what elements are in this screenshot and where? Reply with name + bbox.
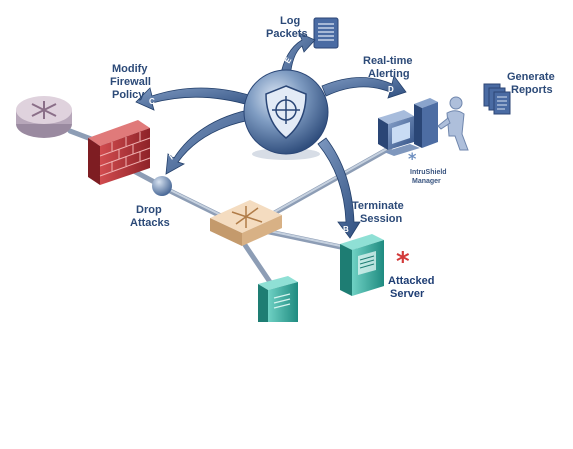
label-log-packets-2: Packets — [266, 28, 308, 40]
label-modify-2: Firewall — [110, 76, 151, 88]
log-document-icon — [313, 17, 339, 49]
arrow-letter-d: D — [388, 85, 394, 94]
label-generate-2: Reports — [511, 84, 553, 96]
arrow-letters: E C A D B — [149, 55, 394, 234]
firewall-icon — [88, 120, 151, 185]
label-terminate-2: Session — [360, 213, 402, 225]
router-icon — [16, 96, 72, 138]
operator-person-icon — [437, 96, 469, 151]
label-attacked-1: Attacked — [388, 275, 434, 287]
label-attacked-2: Server — [390, 288, 425, 300]
manager-asterisk-icon: * — [408, 149, 417, 168]
label-manager-2: Manager — [412, 178, 441, 185]
label-modify-3: Policy — [112, 89, 145, 101]
label-realtime-1: Real-time — [363, 55, 413, 67]
arrow-d — [321, 75, 407, 99]
label-drop-1: Drop — [136, 204, 162, 216]
diagram-labels: Log Packets Modify Firewall Policy Real-… — [110, 15, 555, 300]
arrow-b — [317, 137, 361, 239]
label-manager-1: IntruShield — [410, 169, 447, 176]
arrow-e — [279, 32, 316, 79]
label-generate-1: Generate — [507, 71, 555, 83]
arrow-c — [135, 87, 253, 111]
attack-asterisk-icon: * — [396, 247, 410, 277]
arrow-letter-a: A — [166, 151, 177, 161]
switch-icon — [210, 200, 282, 246]
reports-icon — [483, 83, 511, 115]
arrow-letter-e: E — [283, 55, 294, 65]
attacked-server-icon — [340, 234, 384, 296]
drop-node-sphere — [152, 176, 172, 196]
label-drop-2: Attacks — [130, 217, 170, 229]
label-log-packets-1: Log — [280, 15, 300, 27]
label-realtime-2: Alerting — [368, 68, 410, 80]
intrushield-sensor-icon — [243, 69, 329, 160]
label-modify-1: Modify — [112, 63, 148, 75]
manager-workstation-icon — [378, 98, 438, 156]
arrow-letter-b: B — [343, 225, 349, 234]
arrow-letter-c: C — [149, 97, 155, 106]
label-terminate-1: Terminate — [352, 200, 404, 212]
link-switch-bottom-server — [242, 242, 275, 288]
bottom-server-icon — [258, 276, 298, 322]
